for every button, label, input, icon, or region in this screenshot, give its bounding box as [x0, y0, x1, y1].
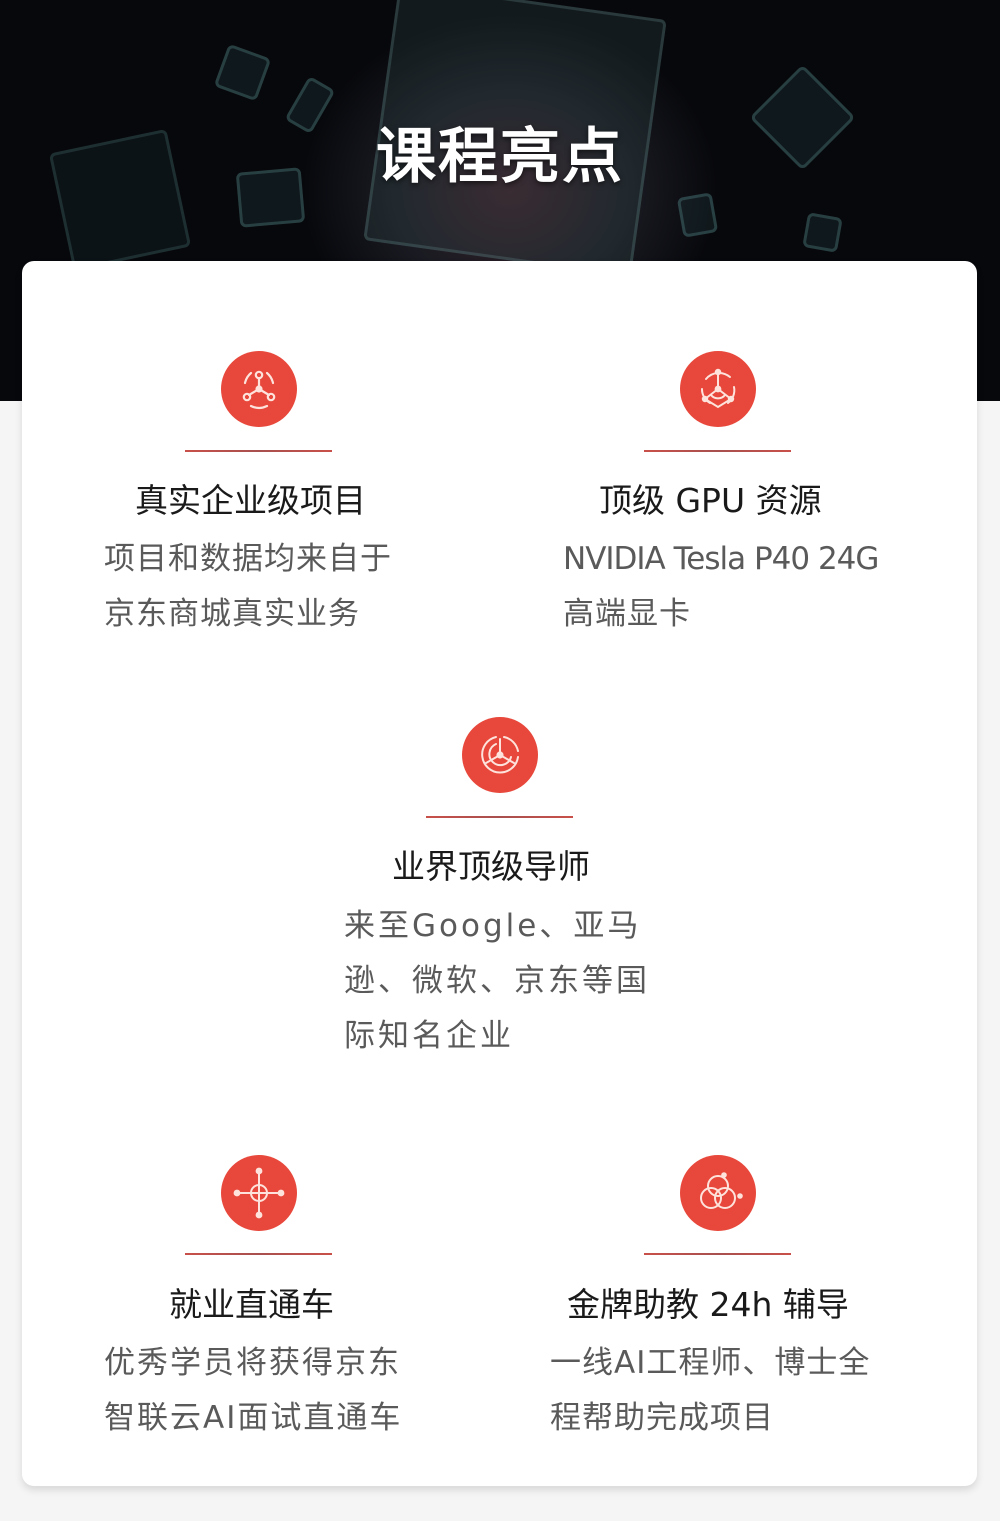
feature-title: 就业直通车	[169, 1285, 334, 1324]
feature-description: 来至Google、亚马 逊、微软、京东等国 际知名企业	[344, 899, 650, 1064]
feature-title: 真实企业级项目	[135, 481, 366, 520]
description-line: 一线AI工程师、博士全	[550, 1345, 871, 1381]
feature-divider	[644, 1253, 791, 1255]
description-line: 逊、微软、京东等国	[344, 963, 650, 999]
description-line: 优秀学员将获得京东	[104, 1345, 401, 1381]
feature-divider	[185, 1253, 332, 1255]
interlocking-circles-icon	[680, 1155, 756, 1231]
feature-description: NVIDIA Tesla P40 24G 高端显卡	[563, 532, 879, 642]
feature-description: 优秀学员将获得京东 智联云AI面试直通车	[104, 1336, 402, 1446]
steering-rings-icon	[462, 717, 538, 793]
description-line: 程帮助完成项目	[550, 1400, 774, 1436]
orbit-network-icon	[680, 351, 756, 427]
network-triangle-icon	[221, 351, 297, 427]
feature-description: 一线AI工程师、博士全 程帮助完成项目	[550, 1336, 870, 1446]
feature-title: 业界顶级导师	[392, 847, 590, 886]
description-line: 智联云AI面试直通车	[104, 1400, 403, 1436]
crosshair-target-icon	[221, 1155, 297, 1231]
feature-description: 项目和数据均来自于 京东商城真实业务	[104, 532, 392, 642]
description-line: 来至Google、亚马	[344, 908, 642, 944]
description-line: 高端显卡	[563, 596, 691, 632]
description-line: 京东商城真实业务	[104, 596, 360, 632]
decorative-cube	[213, 43, 272, 102]
decorative-cube	[802, 212, 843, 253]
page-title: 课程亮点	[376, 122, 624, 192]
description-line: 际知名企业	[344, 1018, 514, 1054]
feature-divider	[185, 450, 332, 452]
highlights-card: 真实企业级项目 项目和数据均来自于 京东商城真实业务	[22, 261, 977, 1486]
description-line: NVIDIA Tesla P40 24G	[563, 541, 879, 577]
feature-title: 顶级 GPU 资源	[599, 481, 822, 520]
feature-title: 金牌助教 24h 辅导	[567, 1285, 849, 1324]
description-line: 项目和数据均来自于	[104, 541, 392, 577]
feature-divider	[426, 816, 573, 818]
feature-divider	[644, 450, 791, 452]
decorative-cube	[676, 192, 719, 238]
